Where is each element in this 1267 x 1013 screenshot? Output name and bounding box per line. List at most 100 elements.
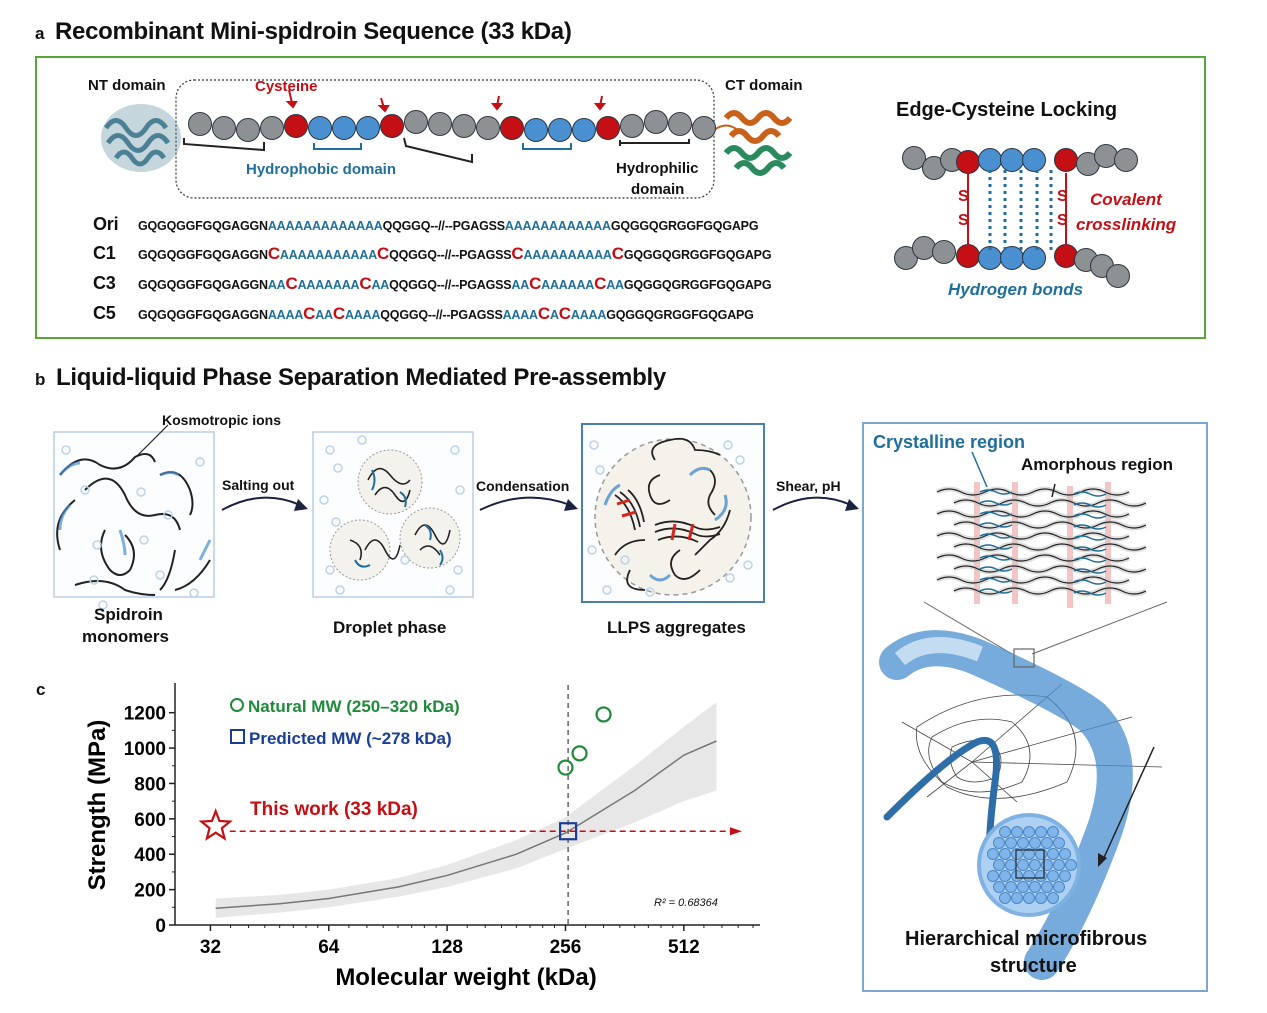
ion-icon [455,485,465,495]
zoom-box-icon [1013,648,1035,668]
x-tick-label: 32 [200,937,221,958]
hydrophilic-bead [212,116,236,140]
fibril-cross-section [1035,870,1047,882]
sequence-segment: AAAAAAAAAAAA [504,219,611,233]
fibril-cross-section [1047,826,1059,838]
hydrophobic-bracket [522,143,572,150]
amorphous-pointer-line [1051,483,1056,498]
zoom-line-left [923,601,1013,655]
hydrophobic-bead [572,118,596,142]
sequence-segment: GQGGQGRGGFGQGAPG [606,308,754,322]
hydrophilic-bead [476,116,500,140]
sequence-segment: QQGGQ--//--PGAGSS [389,248,512,262]
hydrophobic-bracket [313,143,362,150]
fibril-cross-section [1029,837,1041,849]
y-tick-label: 200 [134,881,166,902]
legend-predicted-mw: Predicted MW (~278 kDa) [230,729,452,749]
cysteine-bead [1054,148,1078,172]
ion-icon [92,540,102,550]
fibril-cross-section [1059,870,1071,882]
hydrophobic-bead [1022,148,1046,172]
ion-icon [735,455,745,465]
ion-icon [400,555,410,565]
chain-beads [188,110,716,142]
sequence-segment: GQGGQGRGGFGQGAPG [610,219,759,233]
amorphous-strand [953,521,1147,529]
condensation-label: Condensation [476,478,570,494]
crystalline-strand [979,533,1013,539]
fibril-cross-section [1041,859,1053,871]
hydrophobic-bead [524,118,548,142]
predicted-mw-point [559,822,578,841]
cysteine-bead [380,114,404,138]
sequence-segment: GQGGQGRGGFGQGAPG [623,278,772,292]
confidence-band [215,702,717,918]
cysteine-bead [956,150,980,174]
hydrophobic-bead [1000,148,1024,172]
y-tick-label: 0 [155,916,166,937]
sequence-segment: GQGQGGFGQGAGGN [138,248,268,262]
ion-icon [335,585,345,595]
hierarchical-fiber-illustration [879,451,1168,980]
sequence-segment: C [529,274,542,293]
y-tick-label: 800 [134,774,166,795]
panel-a-letter: a [35,24,45,43]
crystalline-strand [1073,502,1107,508]
fibril-cross-section [1053,837,1065,849]
locking-title: Edge-Cysteine Locking [896,99,1118,121]
fibril-cross-section [993,859,1005,871]
fibril-cross-section [1035,826,1047,838]
cysteine-arrows [285,89,607,113]
hydrophilic-bead [692,116,716,140]
spidroin-monomers-label-line1: Spidroin [94,605,163,624]
panel-b-title: Liquid-liquid Phase Separation Mediated … [56,364,666,391]
shear-ph-label: Shear, pH [776,478,841,494]
sequence-segment: AAAA [344,308,381,322]
sequence-segment: QQGGQ--//--PGAGSS [380,308,503,322]
fibril-cross-section [1059,848,1071,860]
shear-ph-arrow-icon [772,496,852,511]
amorphous-strand [936,554,1130,562]
hydrophobic-bead [356,116,380,140]
natural-mw-point [595,706,612,723]
crystalline-strand [979,566,1013,572]
cysteine-bead [500,116,524,140]
cysteine-arrow-icon [288,89,293,104]
hierarchical-label-line2: structure [990,955,1077,977]
fibril-cross-section [993,881,1005,893]
sulfur-label: S [958,212,969,229]
salting-out-label: Salting out [222,477,295,493]
sequence-segment: AAAAAAA [297,278,360,292]
y-tick-label: 1200 [124,704,166,725]
hydrophilic-bead [260,116,284,140]
fibril-cross-section [1041,881,1053,893]
fibril-cross-section [1023,848,1035,860]
fibril-cross-section [1011,848,1023,860]
x-tick-label: 512 [668,937,700,958]
sequence-segment: C [332,304,345,323]
sequence-name: Ori [93,214,119,234]
x-axis-label: Molecular weight (kDa) [335,964,596,991]
hydrophilic-label-line1: Hydrophilic [616,160,699,177]
sequence-segment: A [549,308,559,322]
amorphous-strand [953,543,1147,551]
hierarchical-structure-box [862,422,1208,992]
legend-natural-mw: Natural MW (250–320 kDa) [230,697,460,717]
covalent-label-line2: crosslinking [1076,215,1177,234]
crystalline-strand [979,511,1013,517]
hydrophilic-bead [452,114,476,138]
hydrophilic-bead [1114,148,1138,172]
crystalline-strand [979,555,1013,561]
amorphous-strand [953,499,1147,507]
sequence-segment: GQGQGGFGQGAGGN [138,278,268,292]
sequence-segment: C [267,244,280,263]
crystalline-strand [979,577,1013,583]
hydrophilic-bead [1094,144,1118,168]
sequence-segment: AA [511,278,530,292]
ion-icon [723,440,733,450]
sequence-segment: C [285,274,298,293]
hydrophilic-bead [668,112,692,136]
nt-domain-structure-icon [101,104,181,172]
hydrophobic-bead [978,148,1002,172]
ion-icon [89,575,99,585]
